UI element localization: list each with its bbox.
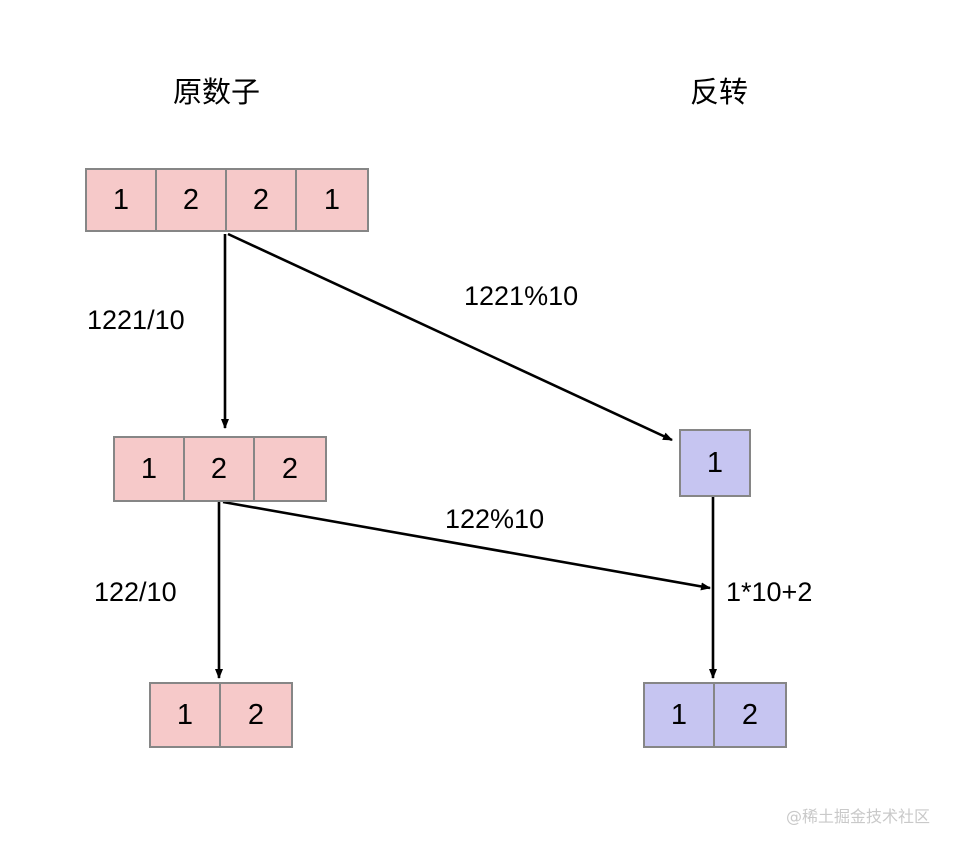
array-cell: 2 xyxy=(715,684,785,746)
array-reversed-12: 1 2 xyxy=(643,682,787,748)
edge-label-mod-1221: 1221%10 xyxy=(464,281,579,311)
array-cell: 1 xyxy=(297,170,367,230)
edge-label-build-12: 1*10+2 xyxy=(726,577,813,607)
array-cell: 1 xyxy=(87,170,157,230)
array-original-12: 1 2 xyxy=(149,682,293,748)
edge-label-div-122: 122/10 xyxy=(94,577,177,607)
array-cell: 1 xyxy=(681,431,749,495)
column-title-reversed: 反转 xyxy=(690,75,749,109)
array-original-122: 1 2 2 xyxy=(113,436,327,502)
array-cell: 2 xyxy=(255,438,325,500)
array-cell: 2 xyxy=(157,170,227,230)
array-cell: 2 xyxy=(221,684,291,746)
array-reversed-1: 1 xyxy=(679,429,751,497)
arrow-mod-1221 xyxy=(227,232,673,442)
array-cell: 2 xyxy=(185,438,255,500)
array-cell: 2 xyxy=(227,170,297,230)
edge-label-div-1221: 1221/10 xyxy=(87,305,185,335)
watermark: @稀土掘金技术社区 xyxy=(786,807,931,826)
array-cell: 1 xyxy=(645,684,715,746)
array-cell: 1 xyxy=(151,684,221,746)
array-original-1221: 1 2 2 1 xyxy=(85,168,369,232)
edge-label-mod-122: 122%10 xyxy=(445,504,545,534)
column-title-original: 原数子 xyxy=(173,75,261,109)
array-cell: 1 xyxy=(115,438,185,500)
